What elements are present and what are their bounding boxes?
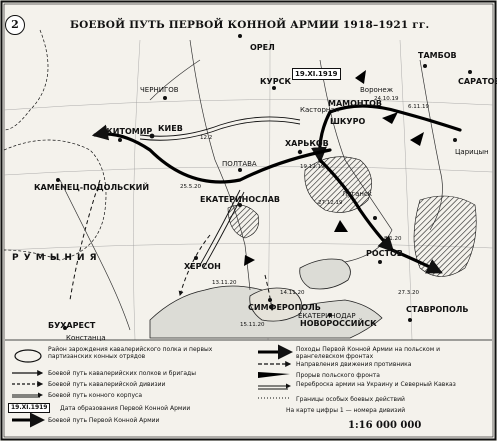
city-ekaterinoslav: ЕКАТЕРИНОСЛАВ bbox=[200, 195, 280, 204]
date-label: 27.3.20 bbox=[398, 290, 419, 296]
date-label: 13.11.20 bbox=[212, 280, 237, 286]
city-poltava: ПОЛТАВА bbox=[222, 160, 257, 168]
legend-item: Боевой путь кавалерийских полков и брига… bbox=[48, 370, 196, 377]
crimea bbox=[249, 287, 303, 322]
city-kamenets: КАМЕНЕЦ-ПОДОЛЬСКИЙ bbox=[34, 183, 150, 192]
legend-item: Район зарождения кавалерийского полка и … bbox=[48, 346, 213, 360]
map-number: 2 bbox=[5, 15, 25, 35]
city-chernigov: ЧЕРНИГОВ bbox=[140, 86, 179, 94]
city-zhitomir: ЖИТОМИР bbox=[103, 127, 153, 136]
date-label: 8.1.20 bbox=[384, 236, 402, 242]
hatched-zone-south bbox=[227, 204, 259, 239]
legend-item: Прорыв польского фронта bbox=[296, 372, 380, 379]
formation-date-box: 19.XI.1919 bbox=[292, 68, 341, 80]
legend-formation-box: 19.XI.1919 bbox=[8, 403, 51, 413]
city-saratov: САРАТОВ bbox=[458, 77, 497, 86]
country-romania: Р У М Ы Н И Я bbox=[12, 253, 98, 263]
enemy-arrows bbox=[244, 70, 424, 266]
legend-item: Боевой путь Первой Конной Армии bbox=[48, 417, 160, 424]
city-stavropol: СТАВРОПОЛЬ bbox=[406, 305, 469, 314]
city-kharkov: ХАРЬКОВ bbox=[285, 139, 329, 148]
army-path-double bbox=[139, 116, 301, 268]
city-lugansk: Луганск bbox=[342, 190, 373, 198]
date-label: 19.12.19 bbox=[300, 164, 325, 170]
date-label: 6.11.19 bbox=[408, 104, 429, 110]
legend-item: Переброска армии на Украину и Северный К… bbox=[296, 381, 456, 388]
legend-symbols bbox=[12, 344, 293, 428]
legend-item: На карте цифры 1 — номера дивизий bbox=[286, 407, 406, 414]
city-tsaritsyn: Царицын bbox=[455, 148, 489, 156]
city-voronezh: Воронеж bbox=[360, 86, 394, 94]
city-tambov: ТАМБОВ bbox=[418, 51, 457, 60]
city-kiev: КИЕВ bbox=[158, 124, 183, 133]
date-label: 12.2 bbox=[200, 135, 213, 141]
date-label: 27.12.19 bbox=[318, 200, 343, 206]
legend-item: Боевой путь конного корпуса bbox=[48, 392, 142, 399]
hatched-zone-donbass bbox=[304, 156, 372, 213]
borders bbox=[3, 29, 107, 261]
city-kasatorny: Касторная bbox=[300, 106, 339, 114]
legend-item: Походы Первой Конной Армии на польском и… bbox=[296, 346, 441, 360]
city-bucharest: БУХАРЕСТ bbox=[48, 321, 96, 330]
city-kursk: КУРСК bbox=[260, 77, 291, 86]
army-path-dashed bbox=[69, 179, 274, 311]
city-simferopol: СИМФЕРОПОЛЬ bbox=[248, 303, 321, 312]
azov-sea bbox=[299, 258, 351, 290]
city-konstantsa: Констанца bbox=[66, 334, 106, 342]
legend-item: Дата образования Первой Конной Армии bbox=[60, 405, 191, 412]
legend-item: Направления движения противника bbox=[296, 361, 412, 368]
map-inner-frame bbox=[3, 3, 494, 438]
label-shkuro: ШКУРО bbox=[330, 117, 366, 126]
city-ekaterinodar: ЕКАТЕРИНОДАР bbox=[298, 312, 356, 320]
date-label: 14.11.20 bbox=[280, 290, 305, 296]
city-dots bbox=[56, 34, 472, 330]
date-label: 15.11.20 bbox=[240, 322, 265, 328]
hatched-zone-kuban bbox=[413, 195, 477, 277]
city-kherson: ХЕРСОН bbox=[184, 262, 221, 271]
map-title: БОЕВОЙ ПУТЬ ПЕРВОЙ КОННОЙ АРМИИ 1918–192… bbox=[70, 19, 430, 31]
army-path-main bbox=[91, 104, 462, 274]
date-label: 25.5.20 bbox=[180, 184, 201, 190]
legend-item: Боевой путь кавалерийской дивизии bbox=[48, 381, 166, 388]
city-rostov: РОСТОВ bbox=[366, 249, 403, 258]
label-mamontov: МАМОНТОВ bbox=[328, 99, 382, 108]
legend-item: Границы особых боевых действий bbox=[296, 396, 405, 403]
city-novorossiysk: НОВОРОССИЙСК bbox=[300, 319, 377, 328]
city-orel: ОРЕЛ bbox=[250, 43, 275, 52]
date-label: 24.10.19 bbox=[374, 96, 399, 102]
map-scale: 1:16 000 000 bbox=[348, 420, 422, 431]
